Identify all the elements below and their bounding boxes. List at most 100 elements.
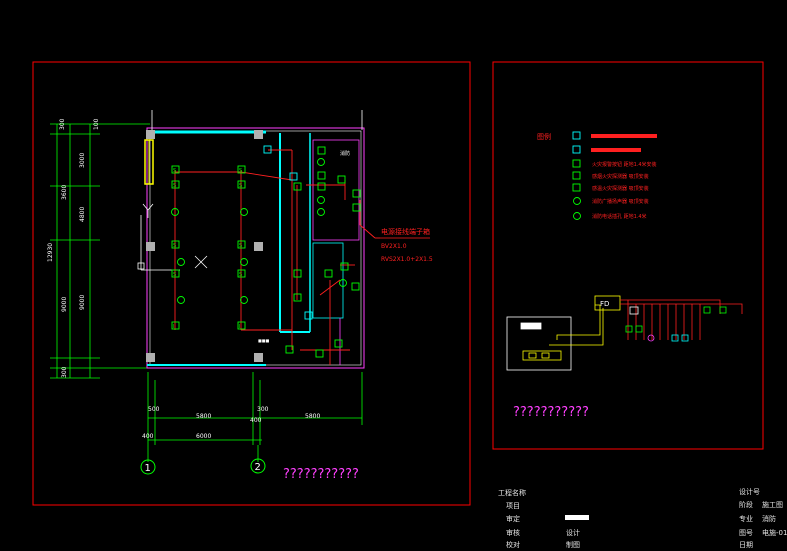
- svg-text:感烟火灾探测器 吸顶安装: 感烟火灾探测器 吸顶安装: [592, 173, 649, 180]
- svg-text:S: S: [173, 183, 176, 189]
- broadcast-icon: [177, 258, 185, 266]
- room-tag: 消防: [340, 150, 350, 157]
- vdim-3: 3000: [79, 153, 86, 168]
- system-title: ???????????: [513, 405, 589, 420]
- heat-detector-icon: [334, 339, 343, 348]
- smoke-detector-icon: [237, 240, 246, 249]
- tb-check: 校对: [506, 540, 520, 549]
- horizontal-dim-labels: 500 5800 300 5800 400 6000 400: [142, 406, 320, 440]
- smoke-detector-icon: [324, 269, 333, 278]
- vdim-7: 12930: [47, 243, 54, 262]
- broadcast-icon: [317, 158, 325, 166]
- smoke-detector-icon: [351, 282, 360, 291]
- tb-drawing-no-value: 电施-01: [762, 528, 787, 537]
- legend-frame: [492, 61, 764, 450]
- detector-box-icon: [304, 311, 313, 320]
- vdim-6: 9000: [61, 297, 68, 312]
- detector-box-icon: [289, 172, 298, 181]
- vdim-1: 300: [59, 118, 66, 130]
- svg-text:S: S: [173, 272, 176, 278]
- legend-items: 火灾报警按钮 距地1.4米安装 感烟火灾探测器 吸顶安装 感温火灾探测器 吸顶安…: [572, 131, 657, 220]
- svg-text:S: S: [173, 168, 176, 174]
- tb-stage-value: 施工图: [762, 500, 783, 509]
- axis-label-1: 1: [145, 463, 151, 474]
- title-block: 工程名称 项目 审定 审核 校对 设计 制图 设计号 阶段 施工图 专业 消防 …: [498, 487, 787, 549]
- vdim-4: 3600: [61, 185, 68, 200]
- svg-text:I: I: [239, 324, 240, 330]
- horizontal-dimension-chain: [147, 372, 363, 462]
- svg-text:S: S: [173, 243, 176, 249]
- fire-alarm-icon: [317, 146, 326, 155]
- smoke-detector-icon: [572, 171, 581, 180]
- svg-text:消防电话插孔 距地1.4米: 消防电话插孔 距地1.4米: [592, 213, 647, 220]
- heat-detector-icon: [171, 321, 180, 330]
- callout: 电源接线端子箱 BV2X1.0 RVS2X1.0+2X1.5: [380, 227, 433, 263]
- hdim-top-3: 300: [257, 406, 269, 413]
- controller-label: FD: [600, 300, 609, 308]
- smoke-detector-icon: [237, 269, 246, 278]
- detector-box-icon: [572, 131, 581, 140]
- broadcast-icon: [317, 208, 325, 216]
- smoke-detector-icon: [171, 180, 180, 189]
- plan-title: ???????????: [283, 467, 359, 482]
- svg-text:I: I: [173, 324, 174, 330]
- broadcast-icon: [171, 208, 179, 216]
- hdim-bot-1: 400: [142, 433, 154, 440]
- broadcast-icon: [339, 279, 347, 287]
- smoke-detector-icon: [171, 269, 180, 278]
- smoke-detector-icon: [171, 165, 180, 174]
- svg-text:S: S: [239, 168, 242, 174]
- tb-drawing-no-label: 图号: [739, 529, 753, 537]
- plan-frame: [32, 61, 471, 506]
- heat-detector-icon: [572, 183, 581, 192]
- tb-stage-label: 阶段: [739, 500, 753, 509]
- alarm-wiring: [174, 149, 380, 365]
- hdim-bot-3: 400: [250, 417, 262, 424]
- smoke-detector-icon: [237, 180, 246, 189]
- vdim-10: 300: [61, 366, 68, 378]
- hdim-bot-2: 6000: [196, 433, 211, 440]
- smoke-detector-icon: [293, 293, 302, 302]
- svg-text:S: S: [239, 183, 242, 189]
- vertical-dimension-chain: [50, 123, 150, 379]
- device-tag: ■■■: [258, 338, 270, 343]
- tb-project-name: 工程名称: [498, 488, 526, 497]
- smoke-detector-icon: [293, 182, 302, 191]
- tb-design: 设计: [566, 528, 580, 537]
- broadcast-icon: [240, 258, 248, 266]
- tb-review: 审定: [506, 514, 520, 523]
- axis-label-2: 2: [255, 462, 261, 473]
- broadcast-icon: [573, 197, 581, 205]
- hdim-top-1: 500: [148, 406, 160, 413]
- smoke-detector-icon: [317, 182, 326, 191]
- phone-icon: [573, 212, 581, 220]
- vertical-dim-labels: 300 100 3000 3600 4800 9000 12930 4200 9…: [47, 118, 100, 378]
- fire-alarm-icon: [572, 159, 581, 168]
- tb-audit: 审核: [506, 528, 520, 537]
- broadcast-icon: [317, 196, 325, 204]
- smoke-detector-icon: [171, 240, 180, 249]
- detector-box-icon: [263, 145, 272, 154]
- system-diagram: [506, 295, 743, 371]
- heat-detector-icon: [237, 321, 246, 330]
- hdim-top-2: 5800: [196, 413, 211, 420]
- broadcast-icon: [240, 296, 248, 304]
- broadcast-icon: [240, 208, 248, 216]
- tb-item: 项目: [506, 502, 520, 510]
- heat-detector-icon: [315, 349, 324, 358]
- svg-text:消防广播扬声器 吸顶安装: 消防广播扬声器 吸顶安装: [592, 198, 649, 205]
- tb-discipline-label: 专业: [739, 514, 753, 523]
- callout-line2: BV2X1.0: [381, 243, 407, 250]
- tb-draw: 制图: [566, 540, 580, 549]
- heat-detector-icon: [337, 175, 346, 184]
- vdim-9: 9000: [79, 295, 86, 310]
- tb-discipline-value: 消防: [762, 514, 776, 523]
- tb-stamp: [565, 515, 589, 520]
- smoke-detector-icon: [293, 269, 302, 278]
- building-walls: [146, 110, 365, 369]
- svg-text:S: S: [239, 272, 242, 278]
- heat-detector-icon: [285, 345, 294, 354]
- fire-devices: [171, 145, 361, 358]
- svg-text:火灾报警按钮 距地1.4米安装: 火灾报警按钮 距地1.4米安装: [592, 161, 657, 168]
